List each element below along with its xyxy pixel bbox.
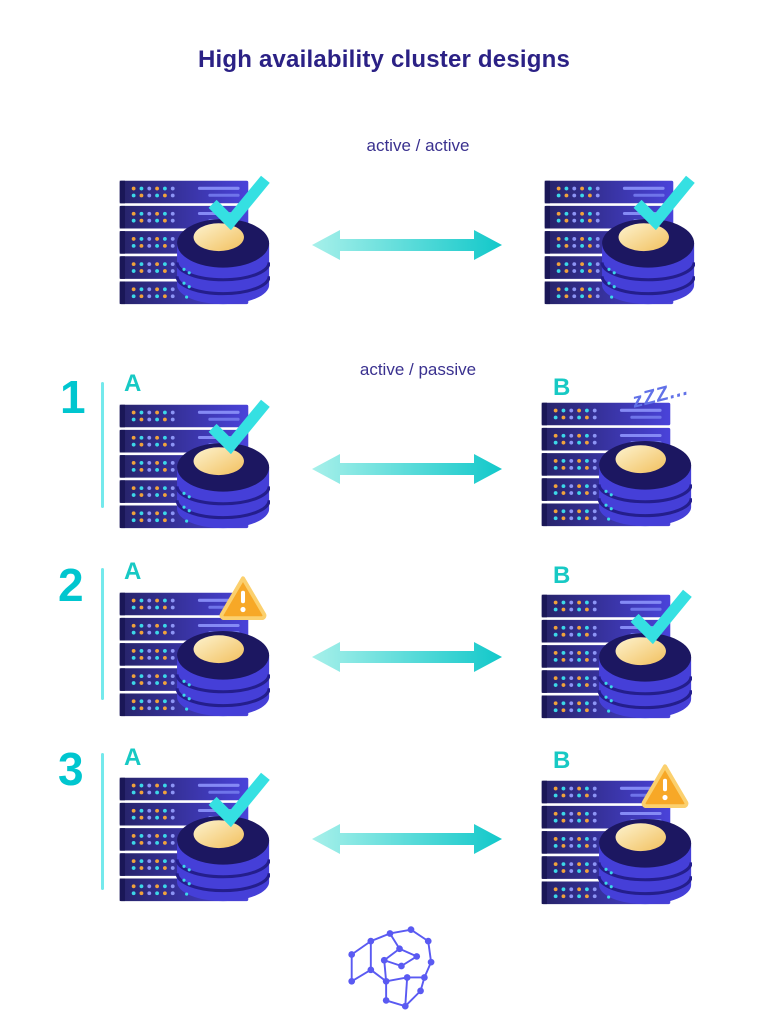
- check-icon: [631, 172, 697, 230]
- check-icon: [628, 586, 694, 644]
- sync-arrow-icon: [312, 640, 502, 674]
- node-label-b: B: [553, 374, 571, 401]
- section-divider-line: [101, 382, 104, 508]
- server-node-b-row1: zZZ...: [540, 377, 692, 534]
- cluster-mode-label-active-passive: active / passive: [359, 360, 477, 379]
- section-number-2: 2: [58, 559, 84, 611]
- section-number-3: 3: [58, 743, 84, 795]
- check-icon: [206, 172, 272, 230]
- warning-icon: [218, 574, 268, 620]
- server-node-b-row3: [540, 778, 692, 912]
- server-database-icon: [540, 400, 692, 534]
- node-label-a: A: [124, 558, 142, 585]
- section-number-1: 1: [60, 371, 86, 423]
- node-label-b: B: [553, 562, 571, 589]
- sync-arrow-icon: [312, 452, 502, 486]
- server-node-a-row2: [118, 590, 270, 724]
- node-label-a: A: [124, 744, 142, 771]
- node-label-a: A: [124, 370, 142, 397]
- node-label-b: B: [553, 747, 571, 774]
- section-divider-line: [101, 753, 104, 890]
- server-node-right-row0: [543, 178, 695, 312]
- check-icon: [206, 769, 272, 827]
- cluster-mode-label-active-active: active / active: [366, 136, 470, 155]
- warning-icon: [640, 762, 690, 808]
- server-node-a-row3: [118, 775, 270, 909]
- server-node-left-row0: [118, 178, 270, 312]
- page-title: High availability cluster designs: [197, 46, 571, 73]
- server-node-b-row2: [540, 592, 692, 726]
- section-divider-line: [101, 568, 104, 700]
- sync-arrow-icon: [312, 822, 502, 856]
- wireframe-cube-logo: [334, 922, 444, 1010]
- check-icon: [206, 396, 272, 454]
- sync-arrow-icon: [312, 228, 502, 262]
- server-node-a-row1: [118, 402, 270, 536]
